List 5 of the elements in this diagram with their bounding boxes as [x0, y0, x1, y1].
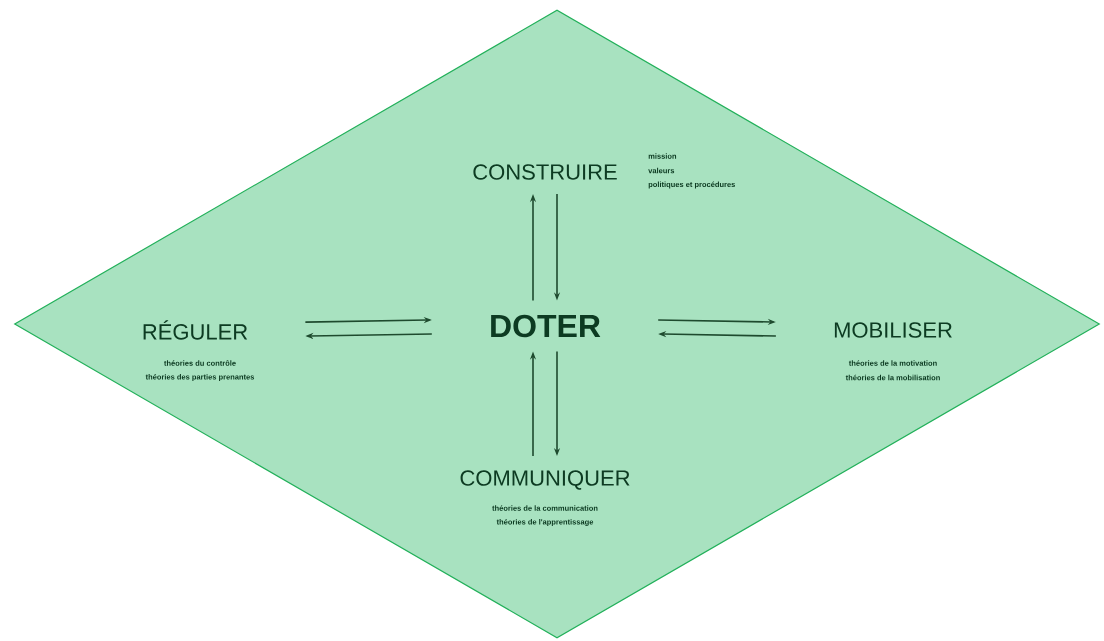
node-label: CONSTRUIRE [473, 164, 617, 180]
node-label: RÉGULER [143, 320, 248, 340]
node-label: MOBILISER [834, 322, 952, 338]
center-label: DOTER [491, 314, 601, 338]
node-label: COMMUNIQUER [460, 470, 630, 490]
